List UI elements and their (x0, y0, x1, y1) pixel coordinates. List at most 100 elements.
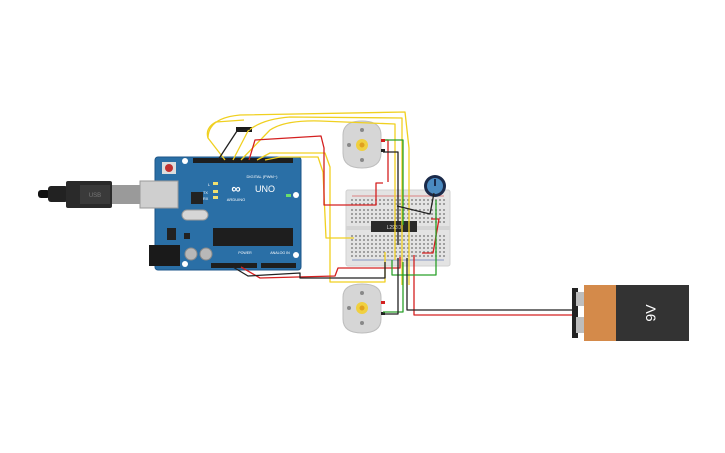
breadboard-hole[interactable] (431, 251, 433, 253)
breadboard-hole[interactable] (375, 247, 377, 249)
breadboard-hole[interactable] (427, 247, 429, 249)
breadboard-hole[interactable] (427, 203, 429, 205)
breadboard-hole[interactable] (411, 239, 413, 241)
breadboard-hole[interactable] (407, 217, 409, 219)
breadboard-hole[interactable] (355, 251, 357, 253)
wire-black[interactable] (383, 258, 399, 315)
breadboard-hole[interactable] (431, 247, 433, 249)
breadboard-hole[interactable] (363, 243, 365, 245)
breadboard-hole[interactable] (403, 235, 405, 237)
breadboard-hole[interactable] (403, 217, 405, 219)
breadboard-hole[interactable] (399, 243, 401, 245)
breadboard-hole[interactable] (359, 203, 361, 205)
breadboard-hole[interactable] (427, 243, 429, 245)
breadboard-hole[interactable] (359, 251, 361, 253)
breadboard-hole[interactable] (403, 199, 405, 201)
breadboard-hole[interactable] (415, 199, 417, 201)
breadboard-hole[interactable] (371, 243, 373, 245)
breadboard-hole[interactable] (387, 247, 389, 249)
breadboard-hole[interactable] (383, 255, 385, 257)
breadboard-hole[interactable] (395, 251, 397, 253)
breadboard-hole[interactable] (375, 239, 377, 241)
breadboard-hole[interactable] (443, 217, 445, 219)
breadboard-hole[interactable] (363, 247, 365, 249)
breadboard-hole[interactable] (443, 213, 445, 215)
breadboard-hole[interactable] (431, 221, 433, 223)
breadboard-hole[interactable] (423, 255, 425, 257)
breadboard-hole[interactable] (399, 251, 401, 253)
breadboard-hole[interactable] (415, 251, 417, 253)
breadboard-hole[interactable] (351, 199, 353, 201)
breadboard-hole[interactable] (371, 213, 373, 215)
breadboard-hole[interactable] (399, 199, 401, 201)
breadboard-hole[interactable] (367, 221, 369, 223)
breadboard-hole[interactable] (415, 213, 417, 215)
breadboard-hole[interactable] (443, 221, 445, 223)
breadboard-hole[interactable] (439, 203, 441, 205)
breadboard-hole[interactable] (351, 235, 353, 237)
breadboard-hole[interactable] (407, 243, 409, 245)
breadboard-hole[interactable] (403, 239, 405, 241)
breadboard-hole[interactable] (355, 221, 357, 223)
breadboard-hole[interactable] (391, 199, 393, 201)
breadboard-hole[interactable] (423, 221, 425, 223)
breadboard-hole[interactable] (367, 213, 369, 215)
breadboard-hole[interactable] (439, 255, 441, 257)
breadboard-hole[interactable] (423, 239, 425, 241)
breadboard-hole[interactable] (399, 209, 401, 211)
breadboard-hole[interactable] (411, 203, 413, 205)
breadboard-hole[interactable] (415, 239, 417, 241)
breadboard-hole[interactable] (371, 199, 373, 201)
breadboard-hole[interactable] (375, 243, 377, 245)
breadboard-hole[interactable] (367, 203, 369, 205)
breadboard-hole[interactable] (403, 247, 405, 249)
breadboard-hole[interactable] (411, 217, 413, 219)
breadboard-hole[interactable] (359, 217, 361, 219)
breadboard-hole[interactable] (367, 209, 369, 211)
breadboard-hole[interactable] (419, 239, 421, 241)
breadboard-hole[interactable] (427, 255, 429, 257)
breadboard-hole[interactable] (367, 251, 369, 253)
breadboard-hole[interactable] (355, 235, 357, 237)
wire-black[interactable] (396, 192, 435, 215)
breadboard-hole[interactable] (419, 203, 421, 205)
breadboard-hole[interactable] (355, 213, 357, 215)
breadboard-hole[interactable] (375, 251, 377, 253)
breadboard-hole[interactable] (395, 217, 397, 219)
breadboard-hole[interactable] (371, 217, 373, 219)
breadboard-hole[interactable] (407, 239, 409, 241)
breadboard-hole[interactable] (431, 217, 433, 219)
breadboard-hole[interactable] (355, 247, 357, 249)
breadboard-hole[interactable] (439, 221, 441, 223)
wire-yellow[interactable] (256, 152, 386, 283)
breadboard-hole[interactable] (399, 247, 401, 249)
wire-yellow[interactable] (232, 116, 403, 285)
breadboard-hole[interactable] (391, 209, 393, 211)
breadboard-hole[interactable] (423, 209, 425, 211)
breadboard-hole[interactable] (419, 209, 421, 211)
breadboard-hole[interactable] (423, 199, 425, 201)
breadboard-hole[interactable] (411, 235, 413, 237)
breadboard-hole[interactable] (403, 243, 405, 245)
breadboard-hole[interactable] (375, 235, 377, 237)
wire-red[interactable] (248, 135, 383, 206)
breadboard-hole[interactable] (391, 255, 393, 257)
breadboard-hole[interactable] (439, 209, 441, 211)
breadboard-hole[interactable] (431, 239, 433, 241)
breadboard-hole[interactable] (359, 221, 361, 223)
breadboard-hole[interactable] (351, 243, 353, 245)
breadboard-hole[interactable] (351, 209, 353, 211)
breadboard-hole[interactable] (431, 235, 433, 237)
dc-motor-bottom[interactable] (342, 283, 385, 334)
breadboard-hole[interactable] (387, 209, 389, 211)
breadboard-hole[interactable] (355, 217, 357, 219)
breadboard-hole[interactable] (399, 235, 401, 237)
breadboard-hole[interactable] (391, 243, 393, 245)
breadboard-hole[interactable] (383, 243, 385, 245)
breadboard-hole[interactable] (399, 217, 401, 219)
breadboard-hole[interactable] (431, 255, 433, 257)
breadboard-hole[interactable] (419, 217, 421, 219)
breadboard-hole[interactable] (351, 217, 353, 219)
breadboard-hole[interactable] (415, 243, 417, 245)
breadboard-hole[interactable] (391, 217, 393, 219)
